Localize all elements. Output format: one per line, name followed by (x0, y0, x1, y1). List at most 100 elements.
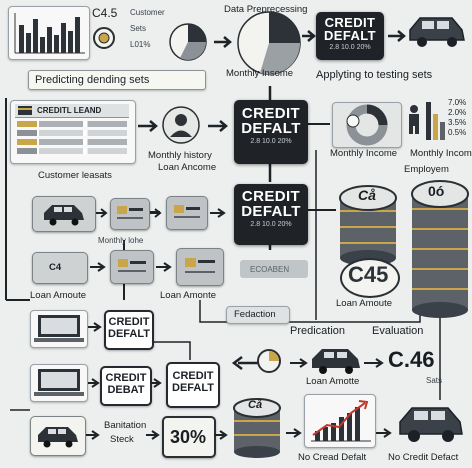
loan-amount-label-1: Loan Amoute (30, 290, 86, 301)
arrow-right-icon (150, 208, 162, 218)
laptop-icon (34, 315, 84, 342)
legend-line-3: L01% (130, 40, 151, 49)
arrow-right-icon (86, 430, 100, 440)
credit-subtext: 2.8 10.0 20% (329, 44, 371, 51)
arrow-right-icon (208, 120, 228, 132)
blurred-econ-bar (240, 260, 308, 278)
car-icon (44, 205, 84, 226)
monthly-income-people-label: Monthly Income (410, 148, 472, 159)
legend-line-1: Customer (130, 8, 165, 17)
credit-line-2: DEFALT (172, 382, 214, 394)
income-donut-panel (332, 102, 402, 148)
car-card-1 (32, 196, 96, 232)
loan-card-value: C4 (49, 262, 62, 273)
reduction-box (226, 306, 290, 324)
stat-1: 7.0% (448, 98, 467, 107)
credit-default-box-middle: CREDIT DEFALT 2.8 10.0 20% (234, 100, 308, 164)
database-bottom-label: Cå (248, 399, 263, 411)
car-card-bottom (30, 416, 86, 456)
monthly-income-donut-label: Monthly Income (330, 148, 398, 159)
user-avatar-icon (162, 106, 200, 144)
form-header (15, 104, 129, 118)
trend-chart-panel (304, 394, 376, 448)
database-tall-icon (411, 180, 469, 318)
default-title: DEFALT (324, 28, 376, 43)
stat-4: 0.5% (448, 128, 467, 137)
credit-line-1: CREDIT (108, 316, 150, 328)
loan-card-1: C4 (32, 252, 88, 284)
credit-line-2: DEFALT (108, 328, 150, 340)
car-icon (409, 17, 465, 47)
arrow-left-icon (231, 356, 258, 370)
credit-default-white-1: CREDIT DEFALT (104, 310, 154, 350)
credit-line-2: DEBAT (107, 384, 145, 396)
arrow-right-icon (88, 322, 102, 332)
arrow-right-icon (96, 208, 108, 218)
payment-card-1 (110, 198, 150, 230)
stat-2: 2.0% (448, 108, 467, 117)
prediction-label: Predication (290, 325, 346, 337)
data-preprocessing-label: Data Preprecessing (224, 4, 308, 15)
gear-icon (93, 27, 115, 49)
payment-card-2 (166, 196, 208, 230)
arrow-right-icon (290, 358, 308, 368)
legend-line-2: Sets (130, 24, 147, 33)
evaluation-label: Evaluation (372, 325, 424, 337)
car-icon (38, 427, 78, 448)
arrow-right-icon (150, 378, 162, 388)
c46-value: C.46 (388, 347, 435, 372)
default-title: DEFALT (241, 203, 301, 220)
credit-default-box-top: CREDIT DEFALT 2.8 10.0 20% (316, 12, 384, 60)
card-chip-icon (117, 206, 143, 219)
database-1-top-label: Cå (358, 187, 376, 203)
trend-chart-icon (311, 400, 371, 442)
big-c45-value: C45 (348, 262, 389, 287)
arrow-right-icon (214, 430, 228, 440)
monthly-income-top-label: Monthly Insome (226, 68, 294, 79)
no-credit-default-label-2: No Credit Defact (388, 452, 459, 463)
loan-card-2 (110, 250, 154, 284)
card-chip-icon (118, 259, 146, 272)
percent-card: 30% (162, 416, 216, 458)
stats-bars-icon (426, 102, 445, 140)
loan-income-label: Loan Ancome (158, 162, 217, 173)
person-icon (409, 105, 419, 134)
percent-value: 30% (170, 427, 207, 447)
bar-chart-icon (14, 13, 85, 54)
laptop-panel-2 (30, 364, 88, 402)
loan-amotte-label: Loan Amotte (306, 376, 360, 387)
arrow-right-icon (388, 30, 406, 42)
customer-leasats-label: Customer leasats (38, 170, 112, 181)
bar-chart-panel (8, 6, 90, 60)
arrow-right-icon (376, 428, 392, 438)
form-rows (17, 121, 127, 157)
card-chip-icon (174, 205, 200, 218)
big-c45-box (340, 258, 400, 298)
reduction-label: Fedaction (234, 309, 276, 320)
database-stack-icon (233, 398, 281, 458)
credit-title: CREDIT (241, 188, 301, 205)
credit-line-1: CREDIT (172, 370, 214, 382)
predicting-sets-banner: Predicting dending sets (28, 70, 206, 90)
card-icon (18, 106, 32, 115)
credit-lead-form: CREDITL LEAND (10, 100, 136, 164)
arrow-right-icon (214, 36, 232, 48)
c46-caption: Sats (426, 376, 443, 385)
credit-default-white-2: CREDIT DEBAT (100, 366, 152, 406)
arrow-right-icon (364, 358, 384, 368)
applying-testing-label: Applyting to testing sets (316, 69, 433, 81)
credit-subtext: 2.8 10.0 20% (250, 221, 292, 228)
banitation-label: Banitation (104, 420, 147, 431)
gauge-icon (257, 349, 281, 373)
big-c45-caption: Loan Amoute (336, 298, 392, 309)
credit-default-white-3: CREDIT DEFALT (166, 362, 220, 408)
pie-chart-small-icon (169, 23, 207, 61)
database-2-top-label: 0ó (428, 183, 445, 199)
arrow-right-icon (286, 428, 302, 438)
card-chip-icon (185, 258, 215, 273)
monthly-history-label: Monthly history (148, 150, 212, 161)
form-title: CREDITL LEAND (37, 106, 102, 115)
laptop-icon (34, 369, 84, 396)
arrow-right-icon (88, 378, 100, 388)
stat-3: 3.5% (448, 118, 467, 127)
